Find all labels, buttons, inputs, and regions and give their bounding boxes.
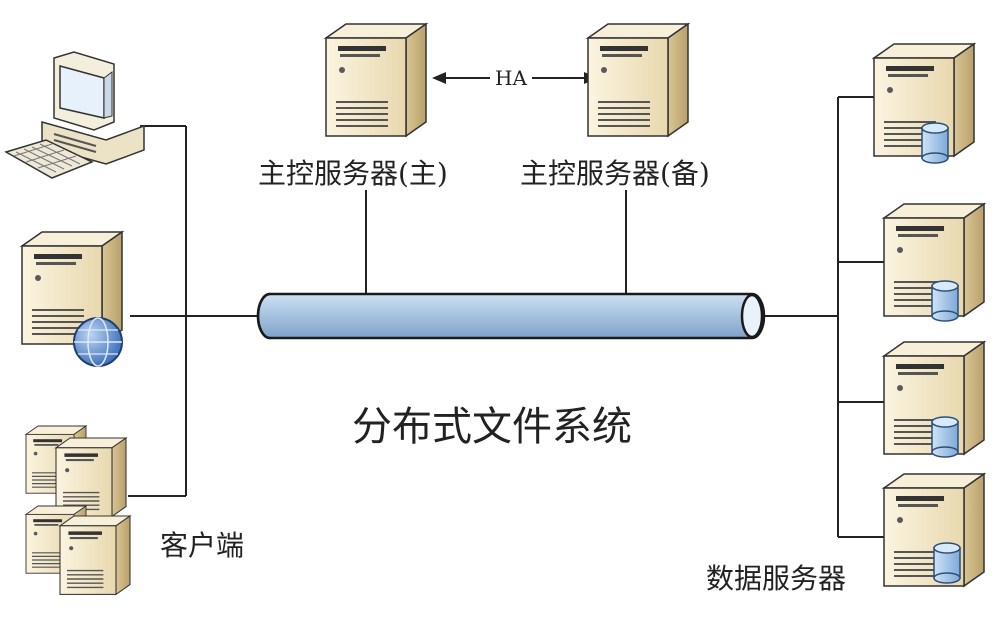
data-server-bus-lines <box>762 96 884 538</box>
master-links <box>365 190 627 294</box>
data-server-1 <box>873 43 975 164</box>
tower-server-icon <box>587 23 689 137</box>
master-backup-label: 主控服务器(备) <box>520 157 710 190</box>
master-server-backup <box>587 23 689 137</box>
database-server-icon <box>883 473 985 587</box>
database-server-icon <box>883 341 985 458</box>
master-primary-label: 主控服务器(主) <box>258 157 448 190</box>
ha-link: HA <box>432 66 598 90</box>
tower-server-icon <box>325 23 427 137</box>
data-server-4 <box>883 473 985 587</box>
data-server-2 <box>883 203 985 322</box>
data-servers-label: 数据服务器 <box>706 562 846 595</box>
web-server-icon <box>21 231 123 367</box>
data-server-3 <box>883 341 985 458</box>
client-bus-lines <box>128 125 268 497</box>
dfs-pipe <box>256 292 766 340</box>
database-server-icon <box>873 43 975 164</box>
dfs-label: 分布式文件系统 <box>352 404 632 450</box>
server-cluster-icon <box>25 425 131 596</box>
clients-label: 客户端 <box>160 529 244 562</box>
desktop-computer-icon <box>4 51 145 179</box>
ha-label: HA <box>495 66 527 90</box>
database-server-icon <box>883 203 985 322</box>
master-server-primary <box>325 23 427 137</box>
